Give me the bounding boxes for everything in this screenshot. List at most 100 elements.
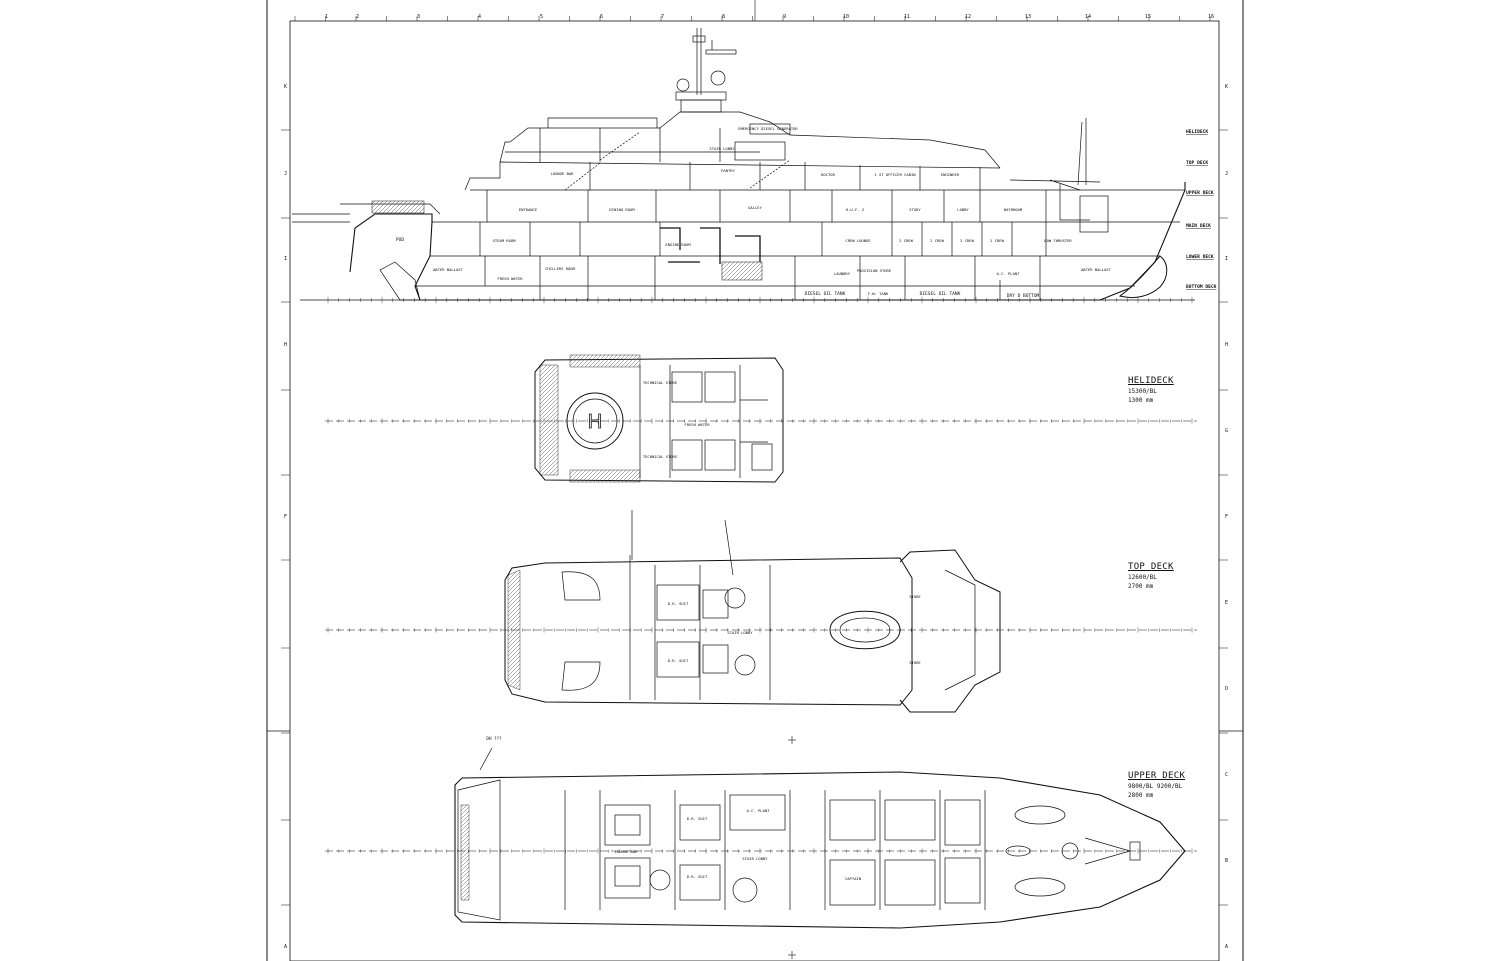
right-grid-letter: K xyxy=(1225,84,1228,90)
stern-tender xyxy=(371,200,425,214)
left-grid-letter: F xyxy=(284,514,287,520)
room-label: CREW LOUNGE xyxy=(845,238,871,243)
right-grid-letter: J xyxy=(1225,171,1228,177)
room-label: LOUNGE BAR xyxy=(615,849,639,854)
left-grid-letters: K J I H F A xyxy=(284,84,287,950)
centre-marks xyxy=(788,736,796,959)
superstructure xyxy=(464,111,1001,191)
top-grid-number: 1 xyxy=(325,14,328,20)
mast xyxy=(675,28,737,113)
room-label: F.W. TANK xyxy=(868,291,889,296)
deck-title: UPPER DECK xyxy=(1128,771,1186,781)
right-grid-letter: G xyxy=(1225,428,1228,434)
frame-ticks xyxy=(327,418,1193,424)
deck-marker: UPPER DECK xyxy=(1186,190,1214,196)
bottom-deck-row xyxy=(415,256,1135,300)
stern-pod xyxy=(379,261,421,301)
room-label: A.C. PLANT xyxy=(747,808,771,813)
top-grid-number: 9 xyxy=(783,14,786,20)
generator xyxy=(721,261,763,281)
top-grid-number: 7 xyxy=(661,14,664,20)
room-label: D.R. SUIT xyxy=(687,874,708,879)
room-label: LOUNGE BAR xyxy=(551,171,575,176)
upper-deck-title-block: UPPER DECK 9800/BL 9200/BL 2800 mm xyxy=(1128,771,1185,799)
room-label: D.R. SUIT xyxy=(668,658,689,663)
right-grid-letter: A xyxy=(1225,944,1228,950)
right-grid-letter: H xyxy=(1225,342,1228,348)
top-grid-number: 16 xyxy=(1208,14,1214,20)
top-deck-title-block: TOP DECK 12600/BL 2700 mm xyxy=(1128,562,1174,590)
top-grid-ticks xyxy=(294,16,1211,21)
frame-ticks xyxy=(327,627,1193,633)
room-label: CHILLERS ROOM xyxy=(545,266,575,271)
room-label: WATER BALLAST xyxy=(433,267,463,272)
room-label: BATHROOM xyxy=(1004,207,1023,212)
room-label: EMERGENCY DIESEL GENERATOR xyxy=(738,126,798,131)
top-grid-number: 3 xyxy=(417,14,420,20)
deck-title: TOP DECK xyxy=(1128,562,1174,572)
right-grid-letter: C xyxy=(1225,772,1228,778)
deck-height: 1300 mm xyxy=(1128,397,1154,404)
helideck-title-block: HELIDECK 15300/BL 1300 mm xyxy=(1128,376,1174,404)
left-grid-letter: J xyxy=(284,171,287,177)
room-label: D.R. SUIT xyxy=(687,816,708,821)
top-grid-number: 13 xyxy=(1025,14,1031,20)
room-label: TECHNICAL STORE xyxy=(643,454,678,459)
room-label: POD xyxy=(396,237,404,243)
stern-deck xyxy=(292,203,441,223)
frame-ticks xyxy=(327,848,1193,854)
room-label: DIESEL OIL TANK xyxy=(805,291,846,297)
room-label: ENTRANCE xyxy=(519,207,538,212)
room-label: DIESEL OIL TANK xyxy=(920,291,961,297)
right-grid-letter: E xyxy=(1225,600,1228,606)
top-grid-number: 2 xyxy=(356,14,359,20)
bow-crane xyxy=(1009,118,1101,221)
deck-level: 15300/BL xyxy=(1128,388,1157,395)
room-label: FRESH WATER xyxy=(684,422,710,427)
room-label: TECHNICAL STORE xyxy=(643,380,678,385)
top-grid-number: 10 xyxy=(843,14,849,20)
deck-marker: BOTTOM DECK xyxy=(1186,284,1217,290)
helideck-labels: TECHNICAL STORE TECHNICAL STORE FRESH WA… xyxy=(643,380,710,459)
deck-title: HELIDECK xyxy=(1128,376,1174,386)
top-grid-number: 4 xyxy=(478,14,481,20)
deck-markers: HELIDECK TOP DECK UPPER DECK MAIN DECK L… xyxy=(1186,129,1217,290)
room-label: 2 CREW xyxy=(899,238,913,243)
left-grid-letter: H xyxy=(284,342,287,348)
side-grid-ticks xyxy=(281,129,1228,906)
deck-marker: TOP DECK xyxy=(1186,160,1208,166)
top-grid-number: 12 xyxy=(965,14,971,20)
top-grid-number: 6 xyxy=(600,14,603,20)
top-grid-number: 5 xyxy=(540,14,543,20)
top-grid-numbers: 1 2 3 4 5 6 7 8 9 10 11 12 13 14 15 16 xyxy=(325,14,1214,20)
room-label: STORE xyxy=(909,594,921,599)
right-grid-letter: D xyxy=(1225,686,1228,692)
room-label: 2 CREW xyxy=(930,238,944,243)
room-label: FRESH WATER xyxy=(497,276,523,281)
right-grid-letter: I xyxy=(1225,256,1228,262)
room-label: LAUNDRY xyxy=(834,271,851,276)
top-grid-number: 8 xyxy=(722,14,725,20)
top-grid-number: 11 xyxy=(904,14,910,20)
room-label: DRY D BOTTOM xyxy=(1007,293,1040,299)
room-label: STORE xyxy=(909,660,921,665)
upper-deck-labels: A.C. PLANT D.R. SUIT D.R. SUIT LOUNGE BA… xyxy=(486,736,861,881)
deck-height: 2700 mm xyxy=(1128,583,1154,590)
lower-deck-row xyxy=(430,222,1160,257)
profile-view xyxy=(292,28,1195,304)
upper-deck-row xyxy=(470,162,1185,191)
left-grid-letter: A xyxy=(284,944,287,950)
deck-marker: LOWER DECK xyxy=(1186,254,1214,260)
deck-marker: MAIN DECK xyxy=(1186,223,1211,229)
room-label: 2 CREW xyxy=(960,238,974,243)
left-grid-letter: K xyxy=(284,84,287,90)
right-grid-letter: F xyxy=(1225,514,1228,520)
room-label: ENGINE ROOM xyxy=(665,242,691,247)
top-deck-plan xyxy=(325,510,1197,713)
helipad-h-icon: H xyxy=(588,411,602,433)
helideck-plan xyxy=(325,354,1197,483)
deck-level: 9800/BL 9200/BL xyxy=(1128,783,1183,790)
room-label: STAIR LOBBY xyxy=(709,146,735,151)
deck-level: 12600/BL xyxy=(1128,574,1157,581)
